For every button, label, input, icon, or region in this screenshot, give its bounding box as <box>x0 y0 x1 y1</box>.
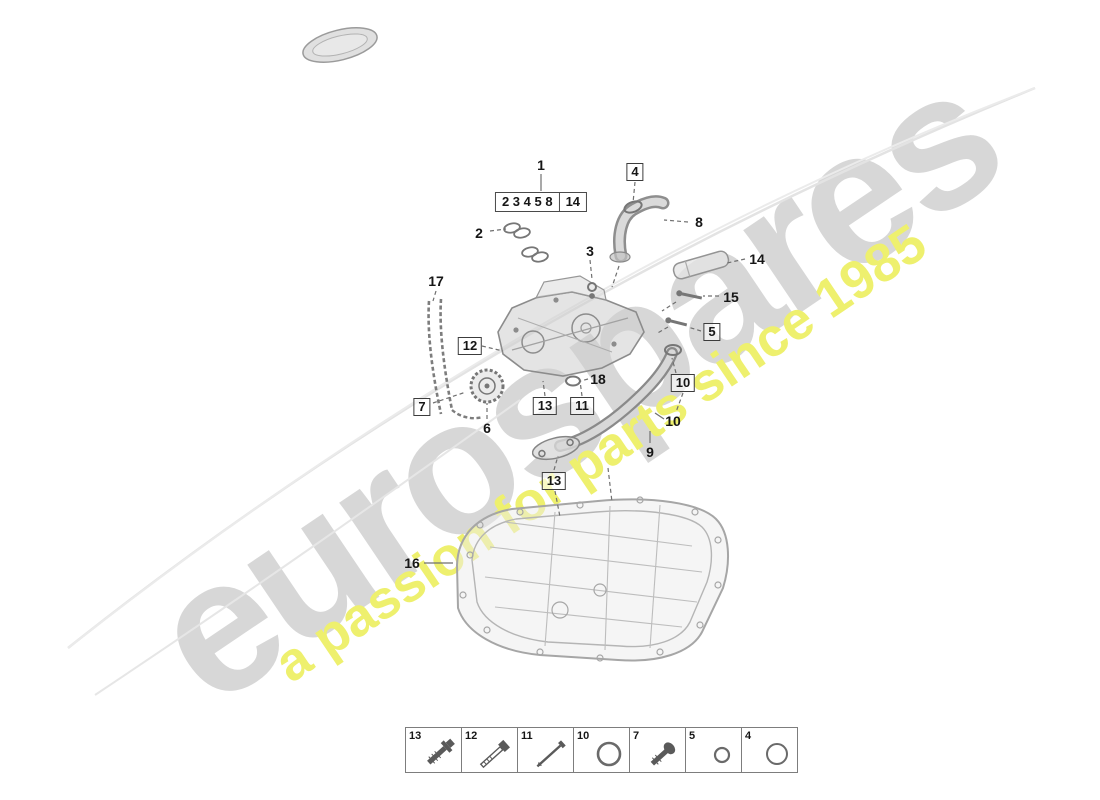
callout-13-lower: 13 <box>541 472 567 490</box>
legend-item-7: 7 <box>630 728 686 772</box>
cover-plate-drawing <box>302 27 378 63</box>
callout-17: 17 <box>428 273 444 289</box>
callout-4: 4 <box>626 163 644 181</box>
legend-number: 7 <box>633 730 640 742</box>
callout-1: 1 <box>537 157 545 173</box>
callout-8: 8 <box>695 214 703 230</box>
callout-7: 7 <box>413 398 431 416</box>
legend-number: 11 <box>521 730 533 742</box>
legend-item-5: 5 <box>686 728 742 772</box>
o-ring-large-icon <box>596 741 622 767</box>
leader-lines <box>424 174 746 564</box>
callout-3: 3 <box>586 243 594 259</box>
hex-bolt-icon <box>479 739 510 769</box>
callout-group-1: 2 3 4 5 8 14 <box>494 192 588 212</box>
legend-item-11: 11 <box>518 728 574 772</box>
legend-number: 12 <box>465 730 478 742</box>
callout-6: 6 <box>483 420 491 436</box>
oil-pump-drawing <box>497 275 645 377</box>
legend-item-4: 4 <box>742 728 797 772</box>
seal-rings-drawing <box>503 222 597 387</box>
legend-number: 10 <box>577 730 590 742</box>
intake-elbow-drawing <box>609 195 670 263</box>
callout-12: 12 <box>457 337 483 355</box>
callout-10-boxed: 10 <box>670 374 696 392</box>
legend-number: 5 <box>689 730 696 742</box>
callout-15: 15 <box>723 289 739 305</box>
sprocket-drawing <box>469 368 505 404</box>
callout-9: 9 <box>646 444 654 460</box>
callout-13-upper: 13 <box>532 397 558 415</box>
stud-bolt-icon <box>536 740 566 768</box>
callout-group-extra: 14 <box>558 193 586 211</box>
seal-washer-icon <box>713 746 731 764</box>
fastener-legend: 13 12 <box>405 727 798 773</box>
legend-item-12: 12 <box>462 728 518 772</box>
callout-10: 10 <box>665 413 681 429</box>
callout-16: 16 <box>404 555 420 571</box>
small-bolts-drawing <box>665 290 703 327</box>
legend-item-10: 10 <box>574 728 630 772</box>
legend-number: 13 <box>409 730 422 742</box>
legend-number: 4 <box>745 730 752 742</box>
torx-screw-icon <box>650 742 676 766</box>
callout-group-parts: 2 3 4 5 8 <box>501 194 553 209</box>
legend-item-13: 13 <box>406 728 462 772</box>
flange-bolt-icon <box>427 738 455 765</box>
oil-pan-drawing <box>455 496 729 662</box>
callout-2: 2 <box>475 225 483 241</box>
callout-14: 14 <box>749 251 765 267</box>
callout-18: 18 <box>590 371 606 387</box>
callout-5: 5 <box>703 323 721 341</box>
o-ring-icon <box>766 743 788 765</box>
valve-cartridge-drawing <box>672 250 730 280</box>
callout-11: 11 <box>570 397 594 415</box>
timing-chain-drawing <box>427 298 484 420</box>
oil-pipe-drawing <box>531 344 682 461</box>
